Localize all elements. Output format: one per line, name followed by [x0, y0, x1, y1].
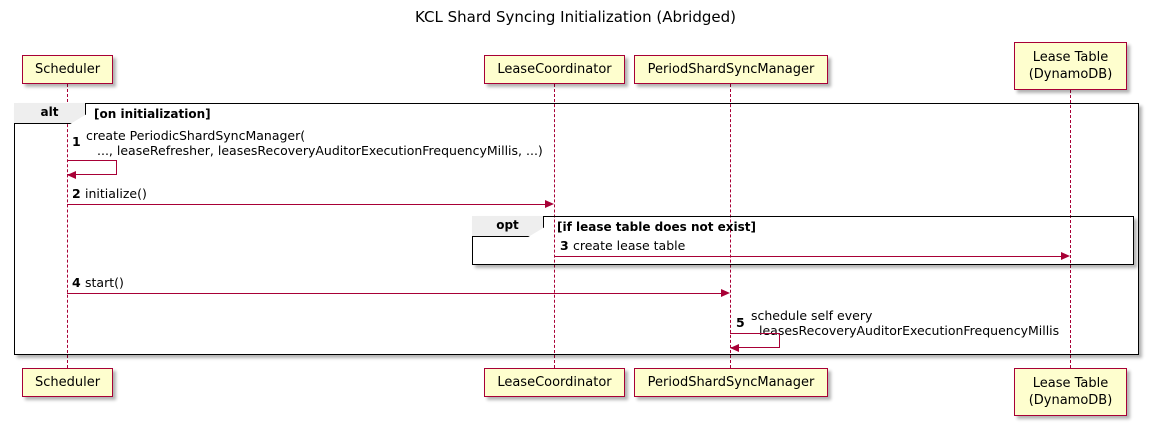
message-1-arrowhead	[67, 170, 76, 179]
participant-label: Lease Table	[1032, 50, 1109, 65]
message-5-label-line1: schedule self every	[751, 308, 873, 323]
message-4-number: 4	[72, 275, 81, 290]
diagram-title: KCL Shard Syncing Initialization (Abridg…	[415, 8, 736, 26]
message-2-arrowhead	[545, 199, 554, 208]
participant-periodshardsyncmanager-bottom[interactable]: PeriodShardSyncManager	[634, 368, 828, 397]
message-2-line	[67, 204, 545, 205]
participant-label: PeriodShardSyncManager	[647, 62, 815, 77]
message-1-label-line1: create PeriodicShardSyncManager(	[86, 128, 306, 143]
message-5-label-line2: leasesRecoveryAuditorExecutionFrequencyM…	[759, 323, 1060, 338]
message-4-line	[67, 293, 721, 294]
participant-label: LeaseCoordinator	[497, 375, 612, 390]
participant-scheduler-top[interactable]: Scheduler	[22, 55, 113, 84]
participant-label: LeaseCoordinator	[497, 62, 612, 77]
participant-label-secondary: (DynamoDB)	[1028, 67, 1113, 82]
participant-leasetable-bottom[interactable]: Lease Table (DynamoDB)	[1014, 368, 1127, 416]
participant-leasecoordinator-bottom[interactable]: LeaseCoordinator	[484, 368, 625, 397]
message-3-label: create lease table	[573, 238, 686, 253]
participant-label: PeriodShardSyncManager	[647, 375, 815, 390]
fragment-alt-operator-tab: alt	[14, 103, 86, 124]
lifeline-leasetable	[1070, 90, 1071, 368]
message-5-number: 5	[736, 315, 745, 330]
message-5-arrowhead	[730, 343, 739, 352]
message-1-self-arrow	[67, 160, 117, 175]
fragment-opt-operator-tab: opt	[472, 216, 544, 237]
message-3-line	[554, 256, 1061, 257]
lifeline-leasecoordinator	[554, 84, 555, 368]
fragment-operator-label: opt	[496, 218, 519, 232]
participant-label: Scheduler	[34, 375, 101, 390]
participant-label-secondary: (DynamoDB)	[1028, 393, 1113, 408]
message-2-number: 2	[72, 186, 81, 201]
fragment-operator-label: alt	[40, 105, 59, 119]
participant-leasecoordinator-top[interactable]: LeaseCoordinator	[484, 55, 625, 84]
fragment-opt	[472, 216, 1134, 265]
fragment-opt-condition: [if lease table does not exist]	[557, 220, 757, 234]
message-4-arrowhead	[721, 288, 730, 297]
participant-label: Lease Table	[1032, 376, 1109, 391]
message-4-label: start()	[85, 275, 124, 290]
fragment-alt	[14, 103, 1139, 355]
lifeline-periodshardsyncmanager	[730, 84, 731, 368]
participant-scheduler-bottom[interactable]: Scheduler	[22, 368, 113, 397]
message-1-label-line2: ..., leaseRefresher, leasesRecoveryAudit…	[97, 143, 543, 158]
message-2-label: initialize()	[85, 186, 147, 201]
participant-leasetable-top[interactable]: Lease Table (DynamoDB)	[1014, 42, 1127, 90]
participant-periodshardsyncmanager-top[interactable]: PeriodShardSyncManager	[634, 55, 828, 84]
lifeline-scheduler	[67, 84, 68, 368]
message-1-number: 1	[72, 134, 81, 149]
message-5-self-arrow	[730, 333, 780, 348]
message-3-number: 3	[560, 238, 569, 253]
fragment-alt-condition: [on initialization]	[94, 107, 211, 121]
message-3-arrowhead	[1061, 251, 1070, 260]
participant-label: Scheduler	[34, 62, 101, 77]
